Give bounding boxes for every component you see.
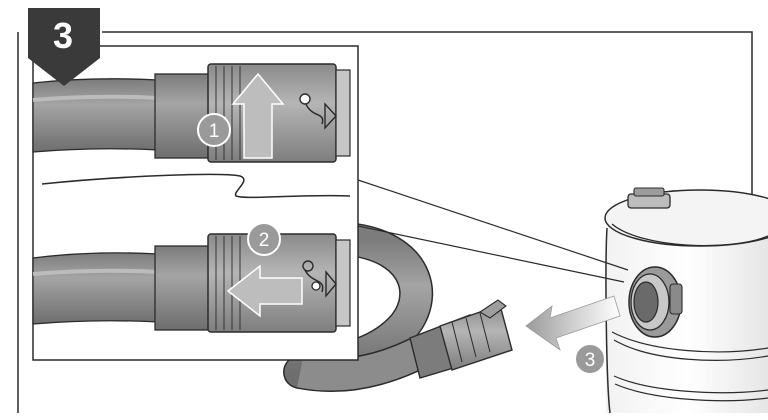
zoom-connector-lines bbox=[357, 179, 629, 283]
hose-inlet-socket bbox=[628, 266, 683, 338]
lock-symbol-icon bbox=[299, 93, 337, 130]
arrow-up-icon bbox=[231, 72, 285, 159]
hose-coupling-end bbox=[409, 299, 513, 379]
arrow-pull-icon bbox=[525, 295, 621, 352]
drum-handle bbox=[627, 187, 671, 209]
detail-inset: 1 2 bbox=[32, 45, 359, 361]
step-number: 3 bbox=[53, 15, 73, 56]
arrow-left-icon bbox=[226, 264, 303, 318]
callout-1: 1 bbox=[197, 113, 231, 147]
callout-1-number: 1 bbox=[209, 121, 220, 142]
callout-2: 2 bbox=[247, 222, 281, 256]
callout-2-number: 2 bbox=[259, 230, 270, 251]
callout-3-number: 3 bbox=[585, 350, 596, 371]
loose-hose bbox=[283, 223, 513, 393]
vacuum-drum bbox=[604, 187, 768, 414]
callout-3: 3 bbox=[574, 343, 606, 375]
view-break-line bbox=[41, 173, 351, 199]
unlock-symbol-icon bbox=[302, 260, 337, 298]
step-badge: 3 bbox=[28, 8, 100, 86]
